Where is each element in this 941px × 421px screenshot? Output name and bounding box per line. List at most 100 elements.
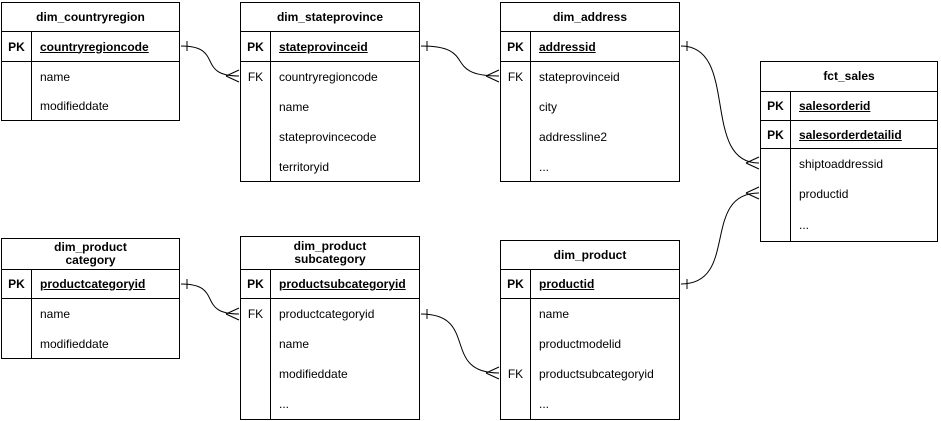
entity-row-dim_countryregion-name[interactable]: name (2, 62, 179, 92)
entity-row-dim_address-addressline2[interactable]: addressline2 (501, 122, 679, 152)
relationship-dim_productcategory.productcategoryid-to-dim_productsubcategory.productcategoryid[interactable] (180, 279, 240, 321)
field-name: productid (539, 277, 595, 291)
key-label: FK (241, 62, 271, 92)
entity-title: dim_address (501, 3, 679, 32)
field-name: stateprovincecode (279, 130, 377, 144)
key-label (501, 92, 531, 122)
relationship-dim_address.addressid-to-fct_sales.shiptoaddressid[interactable] (680, 41, 760, 170)
cardinality-many-marker (745, 156, 760, 170)
entity-row-dim_productcategory-modifieddate[interactable]: modifieddate (2, 329, 179, 358)
key-label (2, 92, 32, 120)
entity-row-dim_countryregion-modifieddate[interactable]: modifieddate (2, 92, 179, 120)
relationship-dim_countryregion.countryregioncode-to-dim_stateprovince.countryregioncode[interactable] (180, 41, 240, 83)
field-name: city (539, 100, 557, 114)
key-label (761, 209, 791, 241)
key-label (241, 359, 271, 389)
entity-row-dim_address-city[interactable]: city (501, 92, 679, 122)
key-label (501, 389, 531, 419)
key-label: FK (501, 62, 531, 92)
entity-row-dim_stateprovince-countryregioncode[interactable]: FK countryregioncode (241, 62, 419, 92)
key-label (241, 152, 271, 181)
entity-title: dim_countryregion (2, 3, 179, 32)
entity-row-dim_address-stateprovinceid[interactable]: FK stateprovinceid (501, 62, 679, 92)
field-name: productsubcategoryid (279, 277, 406, 291)
entity-row-dim_product-productmodelid[interactable]: productmodelid (501, 329, 679, 359)
key-label: PK (761, 121, 791, 148)
field-name: addressline2 (539, 130, 608, 144)
field-name: productcategoryid (40, 277, 146, 291)
entity-row-fct_sales-productid[interactable]: productid (761, 179, 937, 209)
key-label: PK (241, 32, 271, 61)
field-name: modifieddate (40, 336, 109, 351)
field-name: productcategoryid (279, 307, 375, 321)
entity-row-fct_sales-more[interactable]: ... (761, 209, 937, 241)
key-label: PK (501, 270, 531, 298)
entity-row-dim_stateprovince-stateprovincecode[interactable]: stateprovincecode (241, 122, 419, 152)
key-label: FK (241, 299, 271, 329)
entity-row-fct_sales-shiptoaddressid[interactable]: shiptoaddressid (761, 149, 937, 179)
key-label: FK (501, 359, 531, 389)
key-label (501, 329, 531, 359)
entity-row-dim_product-name[interactable]: name (501, 299, 679, 329)
entity-row-dim_stateprovince-stateprovinceid[interactable]: PK stateprovinceid (241, 32, 419, 62)
entity-title: dim_stateprovince (241, 3, 419, 32)
entity-row-dim_product-more[interactable]: ... (501, 389, 679, 419)
entity-title: dim_product category (2, 239, 179, 270)
key-label (501, 122, 531, 152)
field-name: territoryid (279, 159, 330, 174)
entity-row-dim_address-more[interactable]: ... (501, 152, 679, 181)
field-name: name (279, 337, 310, 351)
cardinality-many-marker (745, 186, 760, 200)
entity-row-dim_productsubcategory-productcategoryid[interactable]: FK productcategoryid (241, 299, 419, 329)
entity-title: dim_product subcategory (241, 237, 419, 270)
entity-row-dim_productcategory-name[interactable]: name (2, 299, 179, 329)
entity-row-dim_product-productid[interactable]: PK productid (501, 270, 679, 299)
key-label (761, 149, 791, 179)
field-name: modifieddate (40, 99, 109, 113)
key-label: PK (501, 32, 531, 61)
field-name: stateprovinceid (279, 39, 368, 54)
key-label (501, 152, 531, 181)
key-label (241, 92, 271, 122)
key-label: PK (2, 32, 32, 61)
field-name: name (279, 100, 310, 114)
key-label (2, 299, 32, 329)
field-name: countryregioncode (279, 70, 378, 84)
field-name: name (539, 307, 570, 321)
cardinality-many-marker (225, 69, 240, 83)
key-label: PK (2, 270, 32, 298)
key-label (501, 299, 531, 329)
entity-row-dim_stateprovince-name[interactable]: name (241, 92, 419, 122)
relationship-dim_product.productid-to-fct_sales.productid[interactable] (680, 186, 760, 289)
field-name: stateprovinceid (539, 70, 620, 84)
entity-row-dim_productcategory-productcategoryid[interactable]: PK productcategoryid (2, 270, 179, 299)
relationship-dim_stateprovince.stateprovinceid-to-dim_address.stateprovinceid[interactable] (420, 41, 500, 83)
field-name: salesorderid (799, 99, 871, 113)
field-name: productmodelid (539, 337, 622, 351)
key-label: PK (761, 92, 791, 120)
entity-row-dim_productsubcategory-modifieddate[interactable]: modifieddate (241, 359, 419, 389)
key-label (2, 62, 32, 92)
relationship-dim_productsubcategory.productsubcategoryid-to-dim_product.productsubcategoryid[interactable] (420, 309, 500, 380)
entity-row-dim_productsubcategory-more[interactable]: ... (241, 389, 419, 419)
entity-row-dim_stateprovince-territoryid[interactable]: territoryid (241, 152, 419, 181)
field-name: shiptoaddressid (799, 157, 884, 171)
key-label (241, 122, 271, 152)
field-name: productid (799, 187, 849, 201)
entity-row-dim_productsubcategory-name[interactable]: name (241, 329, 419, 359)
entity-row-fct_sales-salesorderid[interactable]: PK salesorderid (761, 92, 937, 121)
